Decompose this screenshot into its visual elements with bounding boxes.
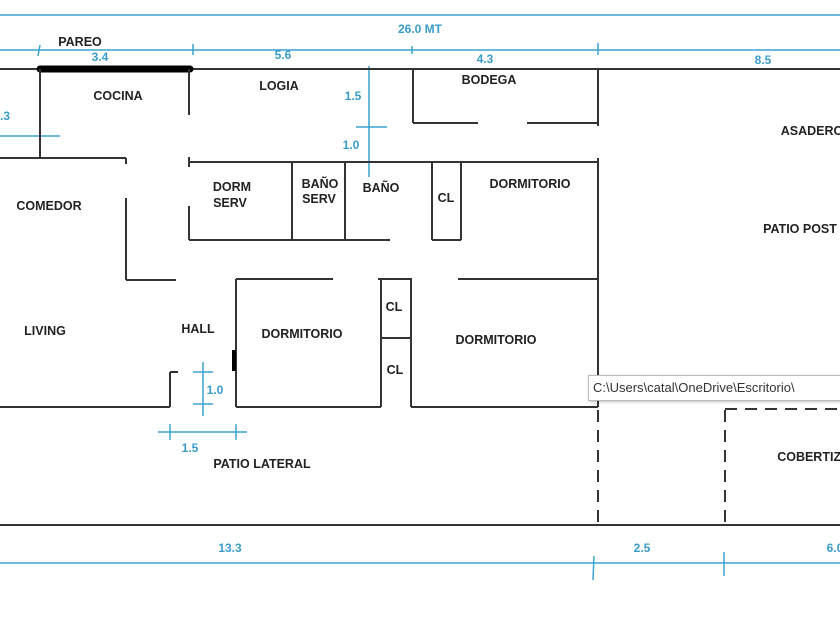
dimension-lines	[0, 14, 840, 581]
dimension-6-0: 6.0	[827, 541, 840, 555]
room-closet: CL	[386, 300, 403, 314]
room-patio-lateral: PATIO LATERAL	[213, 457, 311, 471]
room-dorm-serv-line2: SERV	[213, 196, 247, 210]
dimension-4-3: 4.3	[477, 52, 494, 66]
total-dimension: 26.0 MT	[398, 22, 443, 36]
room-patio-posterior: PATIO POST	[763, 222, 837, 236]
room-dormitorio: DORMITORIO	[489, 177, 570, 191]
room-logia: LOGIA	[259, 79, 299, 93]
room-cobertizo: COBERTIZO	[777, 450, 840, 464]
dimension-2-5: 2.5	[634, 541, 651, 555]
side-dimension: .3	[0, 109, 10, 123]
room-bano: BAÑO	[363, 180, 400, 195]
room-closet: CL	[438, 191, 455, 205]
room-closet: CL	[387, 363, 404, 377]
room-hall: HALL	[181, 322, 215, 336]
hall-dimension-1-0: 1.0	[207, 383, 224, 397]
dimension-8-5: 8.5	[755, 53, 772, 67]
room-comedor: COMEDOR	[16, 199, 81, 213]
pareo-label: PAREO	[58, 35, 102, 49]
walls	[0, 65, 840, 526]
logia-dimension-1-0: 1.0	[343, 138, 360, 152]
dimension-13-3: 13.3	[218, 541, 242, 555]
room-bano-serv-line1: BAÑO	[302, 176, 339, 191]
logia-dimension-1-5: 1.5	[345, 89, 362, 103]
dimension-5-6: 5.6	[275, 48, 292, 62]
room-dormitorio: DORMITORIO	[455, 333, 536, 347]
room-dormitorio: DORMITORIO	[261, 327, 342, 341]
room-bano-serv-line2: SERV	[302, 192, 336, 206]
hall-dimension-1-5: 1.5	[182, 441, 199, 455]
room-living: LIVING	[24, 324, 66, 338]
dimension-3-4: 3.4	[92, 50, 109, 64]
room-dorm-serv-line1: DORM	[213, 180, 251, 194]
room-bodega: BODEGA	[462, 73, 517, 87]
room-cocina: COCINA	[93, 89, 142, 103]
file-path-tooltip: C:\Users\catal\OneDrive\Escritorio\	[588, 375, 840, 401]
room-asadero: ASADERO	[781, 124, 840, 138]
